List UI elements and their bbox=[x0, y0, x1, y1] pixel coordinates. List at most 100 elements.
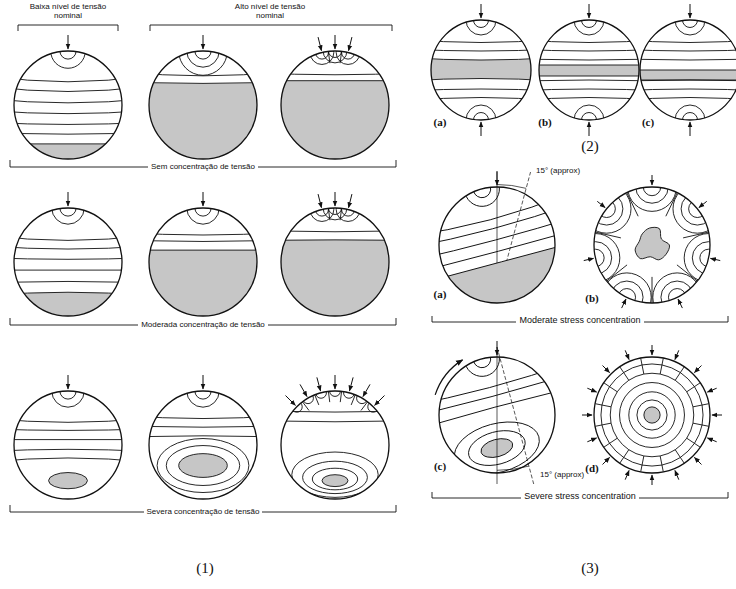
beach-mark bbox=[615, 59, 736, 60]
shaft-section bbox=[14, 51, 122, 159]
ratchet-mark bbox=[595, 404, 611, 407]
angle-label: 15° (approx) bbox=[540, 470, 584, 479]
shaft-section bbox=[594, 187, 710, 303]
beach-mark bbox=[0, 246, 149, 249]
ratchet-mark bbox=[361, 402, 367, 411]
shaft-section bbox=[431, 20, 531, 120]
group-label: Moderate stress concentration bbox=[516, 315, 643, 325]
ratchet-mark bbox=[687, 383, 701, 392]
load-arrow bbox=[584, 258, 594, 260]
fast-fracture-zone bbox=[122, 82, 284, 186]
fracture-surface bbox=[122, 192, 284, 343]
beach-mark bbox=[615, 49, 736, 51]
beach-mark bbox=[0, 270, 149, 271]
load-arrow bbox=[675, 470, 679, 479]
load-arrow bbox=[203, 192, 204, 206]
fracture-surface bbox=[615, 4, 736, 136]
load-arrow bbox=[589, 122, 590, 136]
load-arrow bbox=[582, 415, 592, 416]
angle-arc bbox=[497, 466, 529, 470]
shaft-section bbox=[14, 208, 122, 316]
load-arrow bbox=[481, 122, 482, 136]
beach-mark bbox=[514, 49, 664, 51]
fast-fracture-zone bbox=[635, 227, 669, 260]
shaft-section bbox=[149, 208, 257, 316]
fast-fracture-zone bbox=[644, 407, 660, 423]
shaft-section bbox=[281, 391, 389, 499]
fast-fracture-zone bbox=[49, 473, 88, 489]
group-label: Severe stress concentration bbox=[521, 491, 639, 501]
ratchet-mark bbox=[693, 404, 709, 407]
fracture-figures bbox=[0, 4, 736, 499]
ratchet-mark bbox=[666, 193, 677, 217]
beach-mark bbox=[254, 421, 416, 422]
load-arrow bbox=[707, 388, 716, 392]
beach-mark bbox=[122, 436, 284, 437]
fracture-surface bbox=[254, 192, 416, 343]
fracture-surface bbox=[571, 163, 733, 322]
beach-mark bbox=[312, 468, 357, 490]
beach-mark bbox=[0, 122, 149, 124]
load-arrow bbox=[349, 377, 353, 391]
beach-mark bbox=[0, 449, 149, 451]
load-arrow bbox=[652, 175, 653, 185]
figure-letter: (b) bbox=[585, 292, 598, 305]
load-arrow bbox=[203, 375, 204, 389]
load-arrow bbox=[694, 366, 701, 373]
load-arrow bbox=[690, 122, 691, 136]
ratchet-mark bbox=[627, 193, 638, 217]
load-arrow bbox=[317, 377, 321, 391]
fracture-surface bbox=[393, 320, 595, 492]
ratchet-mark bbox=[620, 450, 629, 464]
load-arrow bbox=[712, 415, 722, 416]
ratchet-mark bbox=[687, 438, 701, 447]
ratchet-mark bbox=[328, 391, 329, 402]
fast-fracture-zone bbox=[417, 239, 603, 351]
ratchet-mark bbox=[303, 402, 309, 411]
figure-letter: (a) bbox=[434, 288, 447, 301]
fracture-surface bbox=[0, 34, 149, 186]
load-arrow bbox=[675, 350, 679, 359]
ratchet-mark bbox=[328, 51, 329, 63]
beach-mark bbox=[406, 49, 556, 51]
angle-reference bbox=[497, 347, 534, 484]
ratchet-mark bbox=[607, 265, 627, 281]
beach-mark bbox=[615, 80, 736, 81]
load-arrow bbox=[375, 396, 385, 406]
panel-number: (2) bbox=[581, 138, 599, 155]
load-arrow bbox=[68, 192, 69, 206]
fast-fracture-zone bbox=[179, 454, 228, 478]
beach-mark bbox=[615, 98, 736, 102]
figure-letter: (c) bbox=[434, 460, 446, 473]
beach-mark bbox=[406, 98, 556, 102]
ratchet-mark bbox=[641, 358, 644, 374]
beach-mark bbox=[0, 99, 149, 103]
fracture-surface bbox=[254, 35, 416, 186]
reference-line bbox=[497, 347, 498, 484]
fast-fracture-zone bbox=[0, 292, 149, 343]
beach-mark bbox=[514, 39, 664, 43]
load-arrow bbox=[699, 201, 707, 207]
figure-letter: (b) bbox=[538, 116, 551, 129]
load-arrow bbox=[622, 299, 626, 308]
ratchet-mark bbox=[675, 367, 684, 381]
beach-mark bbox=[408, 373, 576, 419]
header-label: Baixa nível de tensão nominal bbox=[28, 2, 108, 20]
ratchet-mark bbox=[604, 383, 618, 392]
beach-mark bbox=[122, 415, 284, 418]
beach-mark bbox=[0, 281, 149, 282]
load-arrow bbox=[603, 366, 610, 373]
fast-fracture-zone bbox=[122, 250, 284, 343]
load-arrow bbox=[335, 192, 336, 206]
beach-mark bbox=[254, 231, 416, 232]
shaft-section bbox=[14, 391, 122, 499]
load-arrow bbox=[68, 375, 69, 389]
beach-mark bbox=[0, 429, 149, 431]
row-label: Severa concentração de tensão bbox=[144, 507, 263, 516]
beach-mark bbox=[166, 446, 239, 486]
figure-letter: (c) bbox=[642, 116, 654, 129]
ratchet-mark bbox=[595, 232, 620, 238]
row-label: Moderada concentração de tensão bbox=[138, 320, 268, 329]
figure-letter: (a) bbox=[434, 116, 447, 129]
beach-mark bbox=[122, 240, 284, 241]
